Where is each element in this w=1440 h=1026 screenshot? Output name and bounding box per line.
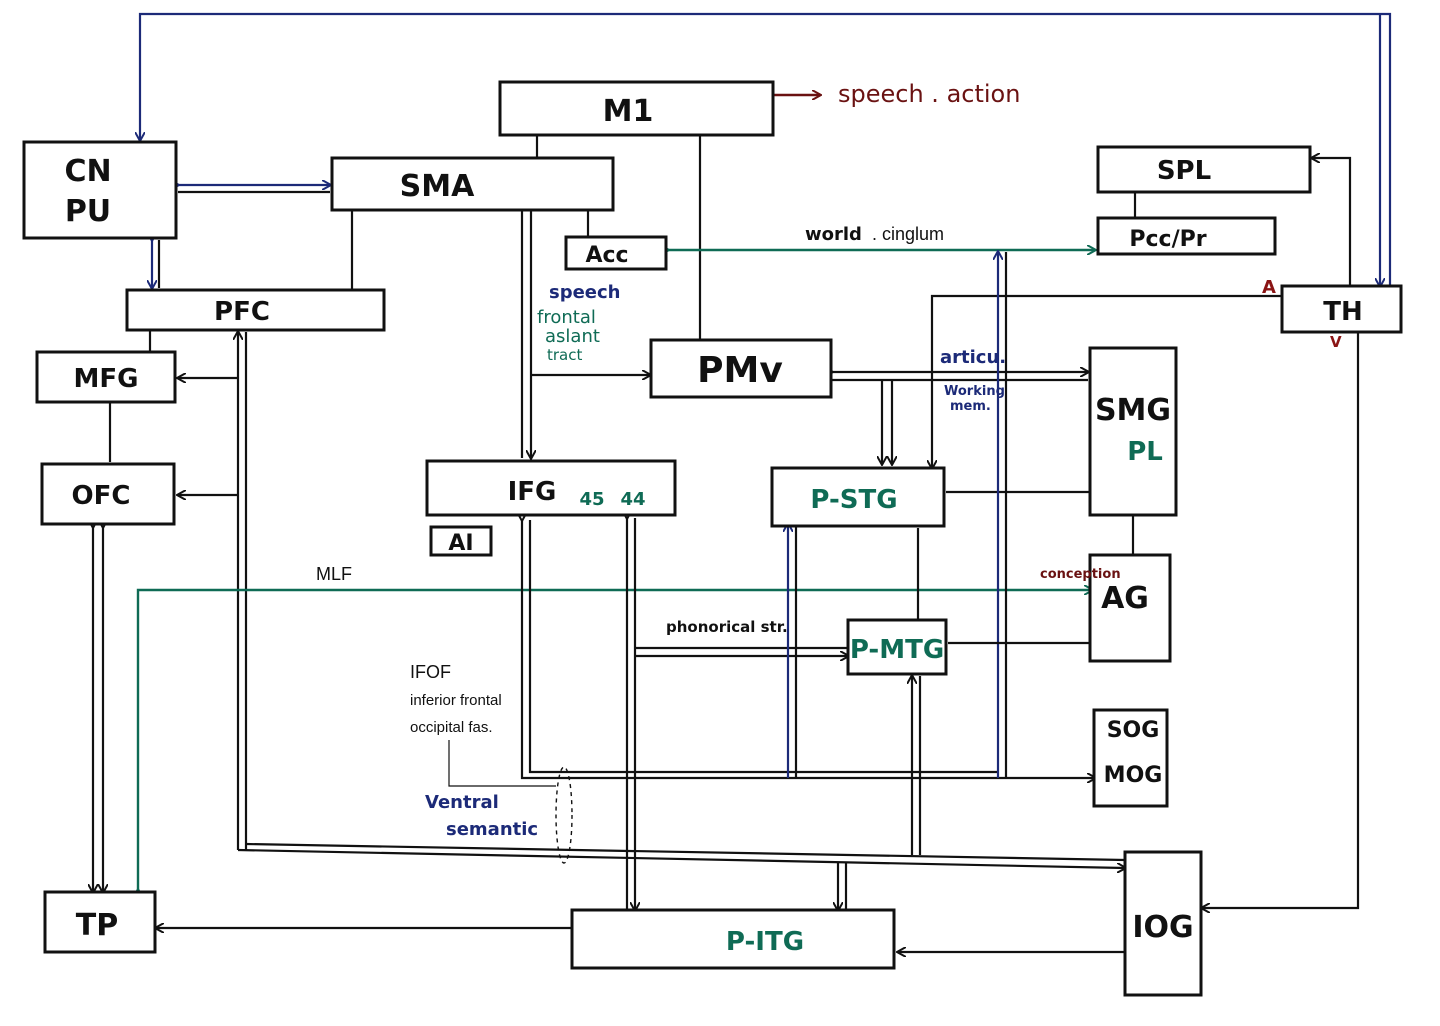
- iog-label: IOG: [1132, 910, 1193, 945]
- pfc-node[interactable]: PFC: [125, 288, 386, 332]
- iog-node[interactable]: IOG: [1123, 850, 1203, 997]
- mfg-label: MFG: [74, 364, 139, 394]
- ifg-node[interactable]: IFG 45 44: [425, 459, 677, 517]
- mlf-label: MLF: [316, 564, 352, 584]
- th-auditory-arrow: [932, 294, 1282, 468]
- m1-node[interactable]: M1: [498, 80, 775, 137]
- pmv-node[interactable]: PMv: [649, 338, 833, 399]
- spl-label: SPL: [1157, 156, 1211, 186]
- nodes: M1 CN PU SMA Acc SPL Pcc/Pr PFC: [22, 80, 1403, 997]
- wm-label-2: mem.: [950, 399, 991, 414]
- speech-label: speech: [549, 282, 621, 303]
- cn-pu-node[interactable]: CN PU: [22, 140, 178, 240]
- pl-label: PL: [1127, 437, 1163, 467]
- world-label: world: [805, 224, 862, 245]
- ventral-label-1: Ventral: [425, 792, 499, 813]
- spl-node[interactable]: SPL: [1096, 145, 1312, 194]
- tp-label: TP: [76, 908, 118, 943]
- th-label: TH: [1323, 297, 1363, 327]
- mog-label: MOG: [1104, 763, 1163, 788]
- tp-node[interactable]: TP: [43, 890, 157, 954]
- pcc-label: Pcc/Pr: [1129, 227, 1206, 252]
- ifof-arrow-2: [528, 520, 998, 774]
- pmtg-node[interactable]: P-MTG: [846, 618, 948, 676]
- ag-node[interactable]: AG: [1088, 553, 1172, 663]
- ai-node[interactable]: AI: [429, 525, 493, 557]
- smg-label: SMG: [1095, 393, 1171, 428]
- th-node[interactable]: TH: [1280, 284, 1403, 334]
- phon-label: phonorical str.: [666, 618, 788, 636]
- annotations: speech . action world . cinglum speech f…: [316, 80, 1342, 840]
- pmv-label: PMv: [697, 350, 783, 391]
- sog-label: SOG: [1107, 718, 1160, 743]
- ofc-label: OFC: [72, 481, 131, 511]
- th-spl-arrow: [1312, 158, 1352, 286]
- m1-label: M1: [603, 94, 654, 129]
- pu-label: PU: [65, 194, 111, 229]
- speech-action-label: speech . action: [838, 80, 1020, 108]
- sog-mog-node[interactable]: SOG MOG: [1092, 708, 1169, 808]
- ifof-desc-1: inferior frontal: [410, 692, 502, 709]
- fat-label-3: tract: [547, 346, 582, 364]
- ofc-node[interactable]: OFC: [40, 462, 176, 526]
- sma-node[interactable]: SMA: [330, 156, 615, 212]
- ventral-arrow-2: [245, 842, 1126, 862]
- articu-label: articu.: [940, 347, 1006, 368]
- ifof-label: IFOF: [410, 662, 451, 682]
- acc-node[interactable]: Acc: [564, 235, 668, 271]
- ifg-45-label: 45: [579, 489, 604, 510]
- ventral-arrow-1: [237, 848, 1125, 868]
- th-v-label: V: [1330, 333, 1342, 351]
- smg-node[interactable]: SMG PL: [1088, 346, 1178, 517]
- ifof-desc-2: occipital fas.: [410, 719, 493, 736]
- fat-label-1: frontal: [537, 307, 596, 328]
- mfg-node[interactable]: MFG: [35, 350, 177, 404]
- sma-label: SMA: [400, 169, 475, 204]
- pitg-label: P-ITG: [726, 927, 804, 957]
- connectors: [93, 12, 1392, 952]
- fat-label-2: aslant: [545, 326, 600, 347]
- acc-label: Acc: [585, 243, 628, 268]
- pstg-label: P-STG: [810, 485, 897, 515]
- conception-label: conception: [1040, 567, 1121, 582]
- cn-label: CN: [64, 154, 111, 189]
- ifof-marker-ellipse: [555, 766, 573, 864]
- ifg-label: IFG: [508, 477, 557, 507]
- wm-label-1: Working: [944, 384, 1005, 399]
- ifof-pointer: [448, 740, 556, 787]
- cinglum-label: . cinglum: [872, 224, 944, 244]
- ifof-arrow-1: [522, 520, 1095, 778]
- th-visual-arrow: [1202, 332, 1360, 908]
- th-to-cn-arrow: [140, 12, 1392, 286]
- th-a-label: A: [1262, 277, 1276, 298]
- ifg-44-label: 44: [620, 489, 645, 510]
- pitg-node[interactable]: P-ITG: [570, 908, 896, 970]
- ag-label: AG: [1101, 581, 1149, 616]
- pfc-label: PFC: [214, 297, 270, 327]
- ventral-label-2: semantic: [446, 819, 538, 840]
- pcc-node[interactable]: Pcc/Pr: [1096, 216, 1277, 256]
- pstg-node[interactable]: P-STG: [770, 466, 946, 528]
- ai-label: AI: [448, 531, 473, 556]
- pmtg-label: P-MTG: [850, 635, 944, 665]
